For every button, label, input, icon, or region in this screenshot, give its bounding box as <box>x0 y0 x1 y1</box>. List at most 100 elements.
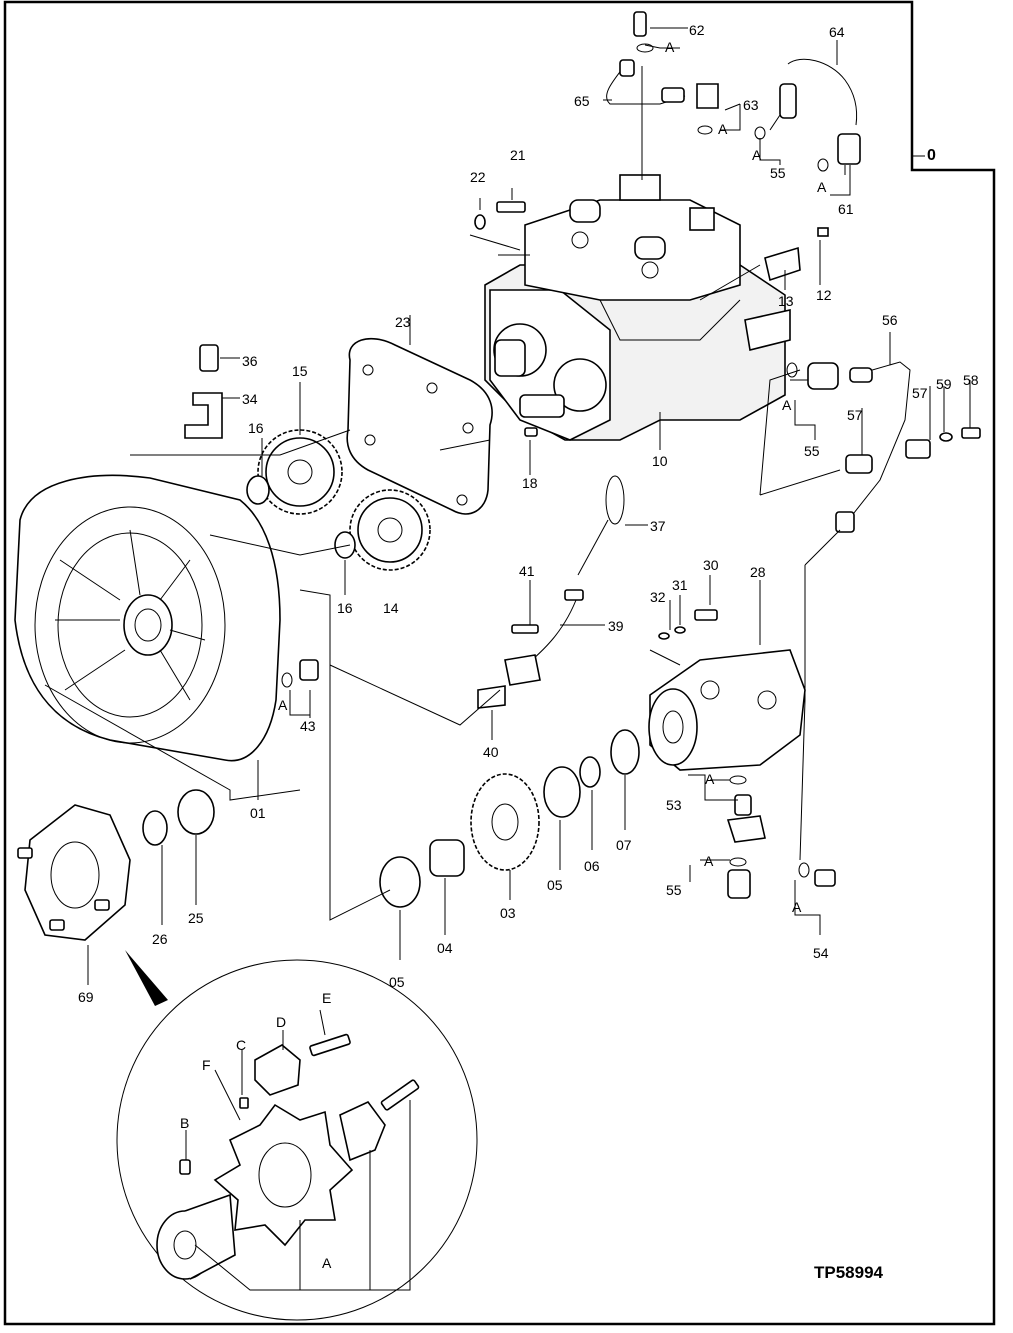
callout-64: 64 <box>829 24 845 40</box>
gear-15 <box>257 429 343 515</box>
fitting-62 <box>633 11 647 37</box>
claw-block-D <box>254 1044 301 1096</box>
flywheel-housing-01 <box>14 474 281 762</box>
gear-14 <box>349 489 431 571</box>
seal-marker-a-61: A <box>817 179 827 195</box>
gasket-23 <box>346 337 493 515</box>
fitting-53 <box>734 794 752 816</box>
detail-letter-b: B <box>180 1115 189 1131</box>
dipstick-37 <box>605 475 625 525</box>
detail-letter-d: D <box>276 1014 286 1030</box>
callout-14: 14 <box>383 600 399 616</box>
callout-54: 54 <box>813 945 829 961</box>
callout-36: 36 <box>242 353 258 369</box>
rubber-element <box>213 1103 354 1247</box>
hub <box>156 1159 236 1280</box>
callout-37: 37 <box>650 518 666 534</box>
coupling-04 <box>429 839 465 877</box>
oring-54 <box>798 862 810 878</box>
coupling-detail-view <box>116 959 478 1321</box>
callout-07: 07 <box>616 837 632 853</box>
tube-56-nut <box>849 367 873 383</box>
oring-53 <box>729 775 747 785</box>
washer-32 <box>658 632 670 640</box>
callout-25: 25 <box>188 910 204 926</box>
snap-ring-16a <box>246 475 270 505</box>
detail-letters: B C D E F A <box>180 990 332 1271</box>
coupling-69 <box>17 804 131 941</box>
seal-marker-a-55-lower: A <box>704 853 714 869</box>
callout-23: 23 <box>395 314 411 330</box>
oring-43 <box>281 672 293 688</box>
figure-code: TP58994 <box>814 1263 884 1282</box>
cover-plate-13 <box>764 246 801 282</box>
detail-arrow <box>125 950 168 1006</box>
tube-39-end <box>564 589 584 601</box>
callout-55-side: 55 <box>804 443 820 459</box>
snap-ring-26 <box>142 810 168 846</box>
callout-04: 04 <box>437 940 453 956</box>
callout-55-upper: 55 <box>770 165 786 181</box>
tube-56 <box>849 361 911 519</box>
fitting-61 <box>837 133 861 165</box>
tube-56-end <box>835 511 855 533</box>
callout-57-lower: 57 <box>847 407 863 423</box>
fitting-55-upper <box>779 83 797 119</box>
callout-55-lower: 55 <box>666 882 682 898</box>
callout-labels: 62 64 65 63 55 61 21 22 13 12 23 56 36 1… <box>78 22 979 1005</box>
pin-C <box>239 1097 249 1109</box>
callout-34: 34 <box>242 391 258 407</box>
flange-39 <box>504 654 541 686</box>
washer-59 <box>939 432 953 442</box>
callout-56: 56 <box>882 312 898 328</box>
callout-59: 59 <box>936 376 952 392</box>
claw-block-lower <box>339 1100 386 1162</box>
callout-63: 63 <box>743 97 759 113</box>
callout-41: 41 <box>519 563 535 579</box>
callout-43: 43 <box>300 718 316 734</box>
seal-marker-a-55-side: A <box>782 397 792 413</box>
bearing-05a <box>543 766 581 818</box>
seal-marker-a-54: A <box>792 899 802 915</box>
callout-32: 32 <box>650 589 666 605</box>
callout-12: 12 <box>816 287 832 303</box>
detail-letter-c: C <box>236 1037 246 1053</box>
callout-21: 21 <box>510 147 526 163</box>
callout-40: 40 <box>483 744 499 760</box>
bolt-E <box>309 1033 351 1057</box>
callout-31: 31 <box>672 577 688 593</box>
callout-62: 62 <box>689 22 705 38</box>
washer-31 <box>674 626 686 634</box>
oring-55 <box>754 126 766 140</box>
callout-69: 69 <box>78 989 94 1005</box>
oring-63 <box>697 125 713 135</box>
plug-36 <box>199 344 219 372</box>
seal-marker-a-62: A <box>665 39 675 55</box>
hydraulic-pump-assembly <box>484 174 791 441</box>
fitting-65-end <box>619 59 635 77</box>
callout-57-upper: 57 <box>912 385 928 401</box>
fitting-63-tee <box>696 83 719 109</box>
fitting-63-left <box>661 87 685 103</box>
detail-letter-e: E <box>322 990 331 1006</box>
callout-58: 58 <box>963 372 979 388</box>
callout-10: 10 <box>652 453 668 469</box>
callout-01: 01 <box>250 805 266 821</box>
tee-53 <box>726 815 766 843</box>
callout-26: 26 <box>152 931 168 947</box>
detail-letter-f: F <box>202 1057 211 1073</box>
seal-marker-a-63: A <box>718 121 728 137</box>
gear-03 <box>470 773 540 871</box>
oring-61 <box>817 158 829 172</box>
callout-30: 30 <box>703 557 719 573</box>
seal-25 <box>177 789 215 835</box>
elbow-55 <box>807 362 839 390</box>
plug-43 <box>299 659 319 681</box>
dipstick-37-rod <box>577 519 609 576</box>
group-number: 0 <box>927 147 936 164</box>
callout-22: 22 <box>470 169 486 185</box>
bolt-21 <box>496 201 526 213</box>
seal-kit-markers: A A A A A A A A A <box>278 39 827 915</box>
detail-letter-a: A <box>322 1255 332 1271</box>
